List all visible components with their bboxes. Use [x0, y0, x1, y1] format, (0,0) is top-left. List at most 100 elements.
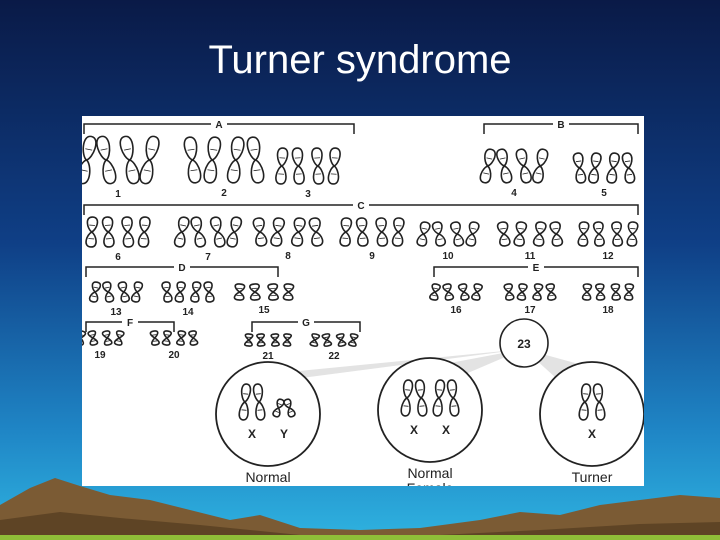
- chromosome-pair: [267, 283, 295, 301]
- chromatid: [391, 217, 405, 247]
- chromatid: [457, 283, 470, 301]
- outcome-circle: [539, 361, 644, 467]
- group-label: D: [178, 263, 185, 274]
- chromosome-pair: [119, 135, 160, 185]
- chromatid: [161, 330, 173, 346]
- chromosome-number: 19: [94, 350, 106, 361]
- chromatid: [209, 216, 226, 248]
- chromatid: [581, 283, 593, 301]
- chromosome-pair: [457, 283, 483, 301]
- chromosome-pair: [82, 330, 99, 346]
- chromatid: [578, 383, 592, 421]
- chromosome-pair: [88, 281, 115, 303]
- chromatid: [137, 216, 151, 248]
- x-chromosome: [238, 383, 266, 421]
- chromosome-pair: [190, 281, 215, 303]
- chromatid: [87, 330, 99, 346]
- chromatid: [226, 216, 243, 248]
- chromosome-pair: [117, 281, 144, 303]
- chromosome-number: 15: [258, 305, 270, 316]
- chromatid: [400, 379, 414, 417]
- chromatid: [321, 333, 333, 347]
- sex-chromosome-symbol: X: [588, 427, 596, 441]
- chromosome-pair: [209, 216, 243, 248]
- chromosome-pair: [449, 221, 480, 247]
- chromosome-pair: [577, 221, 605, 247]
- chromosome-pair: [275, 147, 305, 185]
- chromatid: [113, 330, 125, 346]
- chromosome-number: 18: [602, 305, 614, 316]
- chromosome-pair: [309, 333, 333, 347]
- chromatid: [465, 221, 480, 247]
- y-chromosome: [272, 398, 296, 418]
- outcome-circle: [215, 361, 321, 467]
- slide-title: Turner syndrome: [208, 38, 512, 82]
- chromatid: [174, 281, 186, 303]
- chromosome-pair: [335, 333, 359, 347]
- chromosome-pair: [611, 221, 639, 247]
- chromatid: [532, 283, 544, 301]
- chromosome-pair: [121, 216, 151, 248]
- chromosome-pair: [479, 148, 513, 184]
- chromatid: [429, 283, 441, 301]
- chromatid: [431, 221, 447, 247]
- chromosome-number: 22: [328, 351, 340, 362]
- chromatid: [82, 135, 97, 185]
- projection-beam: [231, 349, 524, 378]
- chromatid: [549, 221, 564, 247]
- chromatid: [96, 135, 117, 185]
- chromatid: [515, 148, 532, 184]
- chromatid: [238, 383, 252, 421]
- chromatid: [252, 217, 268, 247]
- chromosome-number: 1: [115, 189, 121, 200]
- chromatid: [173, 216, 190, 248]
- x-chromosome: [578, 383, 606, 421]
- chromatid: [309, 333, 321, 347]
- chromatid: [516, 283, 528, 301]
- chromosome-number: 10: [442, 251, 454, 262]
- chromosome-number: 5: [601, 188, 607, 199]
- chromosome-number: 8: [285, 251, 291, 262]
- chromosome-pair: [252, 217, 286, 247]
- chromosome-pair: [496, 221, 528, 247]
- chromosome-pair: [581, 283, 606, 301]
- chromosome-pair: [610, 283, 635, 301]
- chromatid: [355, 217, 369, 247]
- chromatid: [572, 152, 587, 184]
- chromosome-pair: [606, 152, 636, 184]
- chromosome-pair: [572, 152, 602, 184]
- chromosome-pair: [416, 221, 447, 247]
- chromatid: [290, 217, 306, 247]
- chromosome-pair: [532, 221, 564, 247]
- chromatid: [623, 283, 635, 301]
- outcome-label: Syndrome: [560, 484, 624, 486]
- chromatid: [588, 152, 602, 184]
- sex-chromosome-symbol: Y: [280, 427, 288, 441]
- chromatid: [256, 333, 266, 347]
- chromatid: [442, 283, 455, 301]
- chromatid: [479, 148, 496, 184]
- sex-chromosome-bubble: [499, 318, 549, 368]
- chromatid: [101, 281, 115, 303]
- chromatid: [130, 281, 144, 303]
- chromatid: [503, 283, 515, 301]
- group-label: F: [127, 318, 133, 329]
- chromosome-pair: [183, 136, 222, 184]
- sex-chromosome-symbol: X: [410, 423, 418, 437]
- chromatid: [282, 333, 292, 347]
- chromosome-pair: [532, 283, 557, 301]
- outcome-label: Normal: [245, 469, 290, 485]
- chromosome-number: 13: [110, 307, 122, 318]
- chromosome-pair: [101, 330, 125, 346]
- chromatid: [188, 330, 199, 346]
- group-label: A: [215, 120, 222, 131]
- outcome-label: Turner: [572, 469, 613, 485]
- chromatid: [335, 333, 347, 347]
- chromatid: [610, 283, 621, 301]
- chromatid: [101, 216, 115, 248]
- chromatid: [606, 152, 620, 184]
- chromatid: [416, 221, 431, 247]
- chromatid: [532, 148, 549, 184]
- chromosome-pair: [429, 283, 455, 301]
